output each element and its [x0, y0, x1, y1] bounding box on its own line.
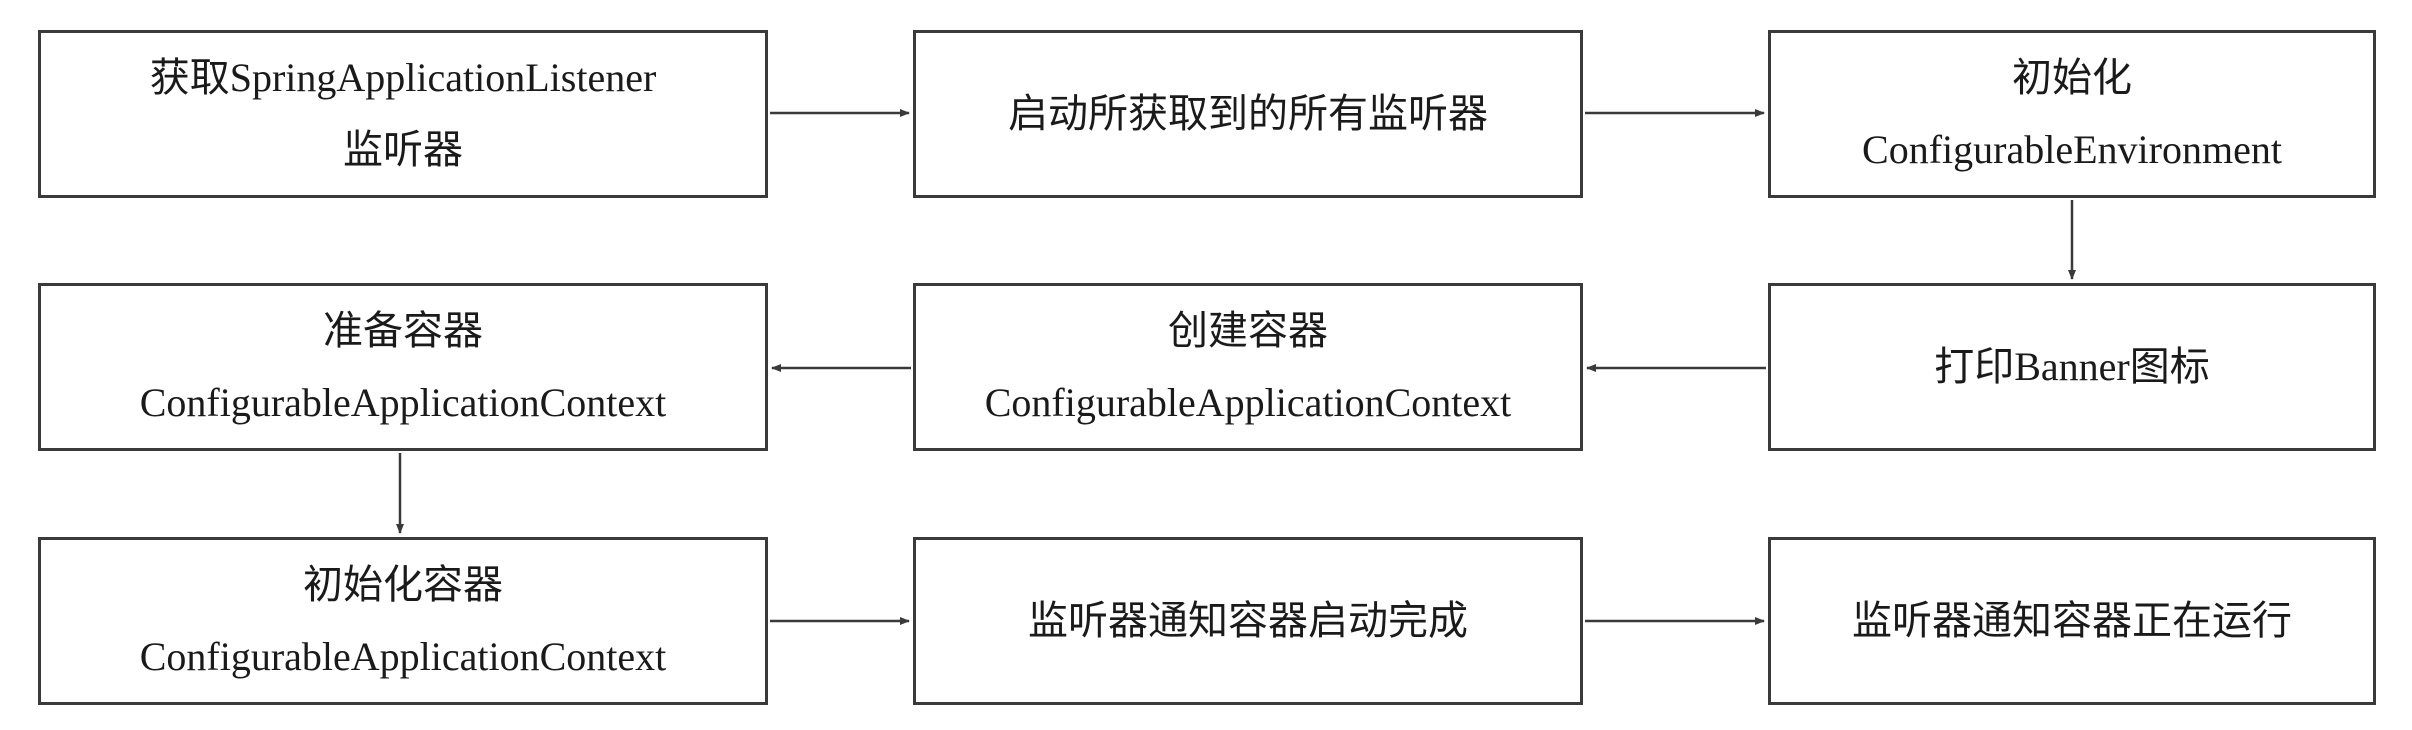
node-create-container: 创建容器 ConfigurableApplicationContext — [913, 283, 1583, 451]
node-create-container-line2: ConfigurableApplicationContext — [984, 380, 1512, 425]
node-print-banner-line1: 打印Banner图标 — [1934, 344, 2210, 389]
node-notify-running-line1: 监听器通知容器正在运行 — [1852, 598, 2292, 643]
node-create-container-line1: 创建容器 — [1168, 308, 1328, 353]
node-notify-started: 监听器通知容器启动完成 — [913, 537, 1583, 705]
node-init-environment-line1: 初始化 — [2012, 55, 2132, 100]
node-start-listeners: 启动所获取到的所有监听器 — [913, 30, 1583, 198]
node-prepare-container: 准备容器 ConfigurableApplicationContext — [38, 283, 768, 451]
node-print-banner: 打印Banner图标 — [1768, 283, 2376, 451]
node-prepare-container-line1: 准备容器 — [323, 308, 483, 353]
node-get-listeners: 获取SpringApplicationListener 监听器 — [38, 30, 768, 198]
node-init-container: 初始化容器 ConfigurableApplicationContext — [38, 537, 768, 705]
node-init-environment-line2: ConfigurableEnvironment — [1862, 127, 2282, 172]
node-get-listeners-line2: 监听器 — [343, 127, 463, 172]
node-notify-started-line1: 监听器通知容器启动完成 — [1028, 598, 1468, 643]
node-start-listeners-line1: 启动所获取到的所有监听器 — [1008, 91, 1488, 136]
node-get-listeners-line1: 获取SpringApplicationListener — [149, 55, 657, 100]
node-init-environment: 初始化 ConfigurableEnvironment — [1768, 30, 2376, 198]
node-init-container-line1: 初始化容器 — [303, 562, 503, 607]
node-init-container-line2: ConfigurableApplicationContext — [139, 634, 667, 679]
node-notify-running: 监听器通知容器正在运行 — [1768, 537, 2376, 705]
node-prepare-container-line2: ConfigurableApplicationContext — [139, 380, 667, 425]
